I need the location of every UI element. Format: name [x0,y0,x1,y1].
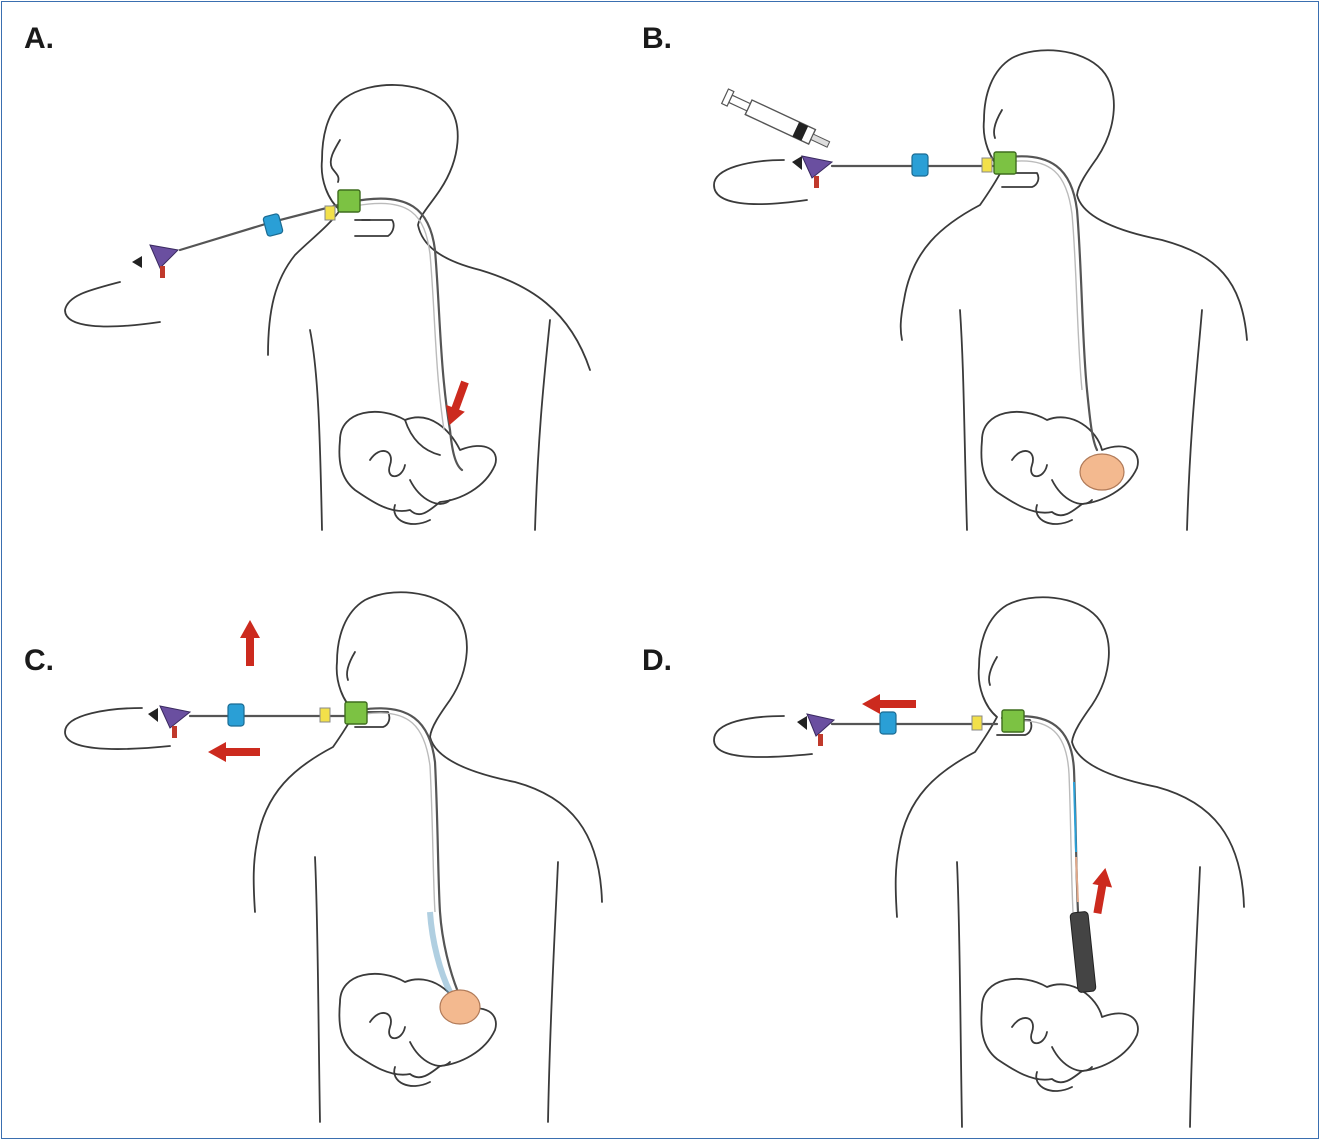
panel-d-illustration [642,582,1282,1142]
body-outline [254,592,602,1122]
purple-hub [802,156,832,178]
panel-d: D. [642,582,1282,1142]
body-outline [896,597,1244,1127]
balloon [1080,454,1124,490]
stomach-outline [339,974,496,1078]
yellow-clip [982,158,992,172]
yellow-clip [320,708,330,722]
yellow-clip [325,206,335,220]
blue-connector [228,704,244,726]
syringe-icon [722,89,832,152]
panel-c: C. [10,582,650,1142]
panel-a: A. [10,10,650,570]
catheter-tube [360,708,458,992]
blue-connector [263,213,284,236]
blue-connector [880,712,896,734]
purple-hub [160,706,190,728]
stomach-outline [339,412,496,514]
arrow-up-icon [240,620,260,666]
green-mouthpiece [345,702,367,724]
dark-segment [1070,911,1096,992]
panel-c-illustration [10,582,650,1142]
purple-hub [150,245,178,268]
panel-a-illustration [10,10,650,570]
panel-b-illustration [642,10,1282,570]
green-mouthpiece [994,152,1016,174]
arrow-left-icon [208,742,260,762]
yellow-clip [972,716,982,730]
green-mouthpiece [1002,710,1024,732]
stomach-outline [981,979,1138,1083]
catheter-tube [1002,156,1097,450]
blue-connector [912,154,928,176]
green-mouthpiece [338,190,360,212]
arrow-up-icon [1088,866,1116,915]
body-outline [901,50,1247,530]
arrow-left-icon [862,694,916,714]
balloon [440,990,480,1024]
body-outline [268,85,590,530]
panel-b: B. [642,10,1282,570]
purple-hub [807,714,834,736]
